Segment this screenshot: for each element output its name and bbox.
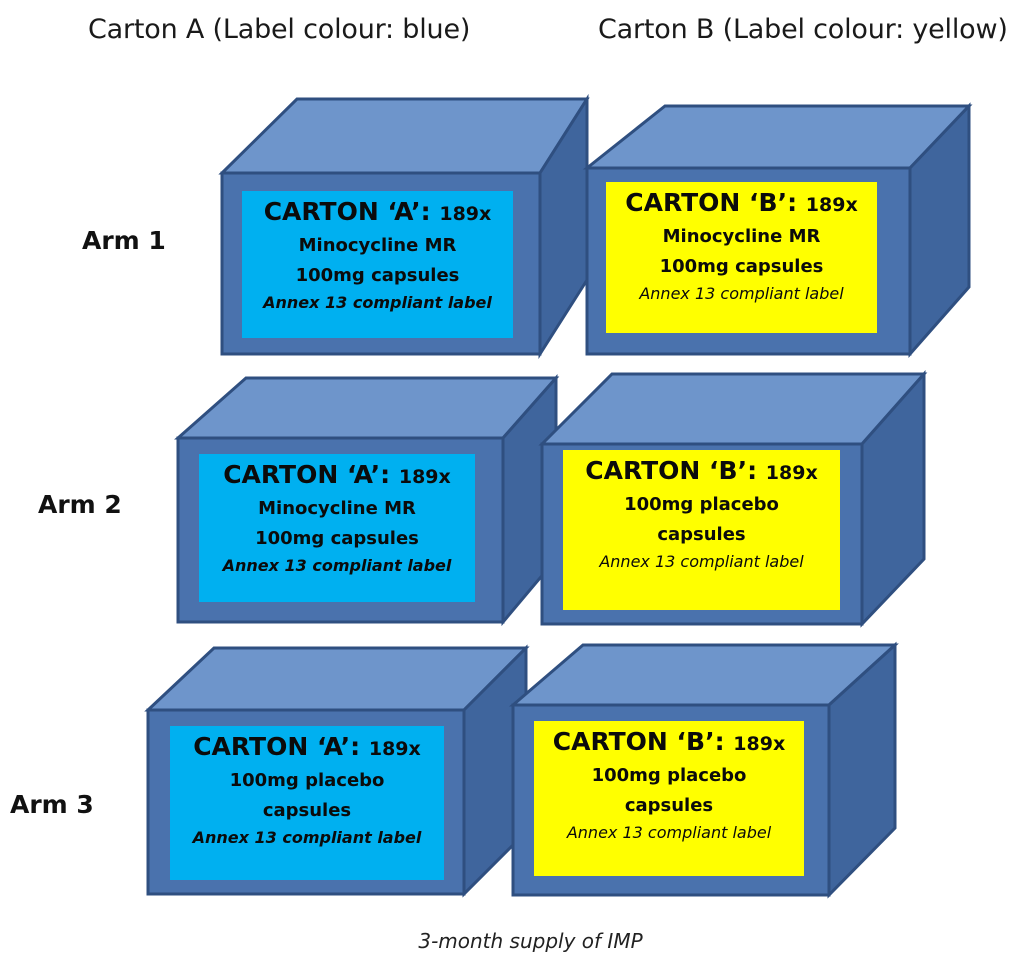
carton-contents-line-1: Minocycline MR [662,226,821,247]
arm-1-label: Arm 1 [82,226,166,255]
carton-contents-line-2: capsules [624,795,714,816]
carton-label: CARTON ‘A’: 189x Minocycline MR 100mg ca… [199,454,475,602]
carton-contents-line-1: 100mg placebo [591,765,747,786]
figure-caption: 3-month supply of IMP [418,929,643,953]
carton-title: CARTON ‘A’: 189x [193,732,421,761]
carton-label: CARTON ‘A’: 189x 100mg placebo capsules … [170,726,444,880]
arm-2-carton-a: CARTON ‘A’: 189x Minocycline MR 100mg ca… [174,374,560,627]
carton-contents-line-2: capsules [657,524,746,545]
carton-contents-line-1: Minocycline MR [298,235,457,256]
carton-label: CARTON ‘A’: 189x Minocycline MR 100mg ca… [242,191,513,338]
arm-3-label: Arm 3 [10,790,94,819]
annex-label-text: Annex 13 compliant label [599,552,804,571]
carton-contents-line-1: 100mg placebo [229,770,385,791]
annex-label-text: Annex 13 compliant label [222,556,452,575]
carton-contents-line-2: 100mg capsules [295,265,460,286]
arm-2-label: Arm 2 [38,490,122,519]
carton-contents-line-1: Minocycline MR [258,498,416,519]
carton-contents-line-1: 100mg placebo [624,494,779,515]
carton-title: CARTON ‘B’: 189x [552,727,786,756]
arm-3-carton-b: CARTON ‘B’: 189x 100mg placebo capsules … [508,641,899,899]
carton-title: CARTON ‘A’: 189x [263,197,492,226]
annex-label-text: Annex 13 compliant label [192,828,422,847]
annex-label-text: Annex 13 compliant label [639,284,844,303]
carton-title: CARTON ‘A’: 189x [223,460,451,489]
annex-label-text: Annex 13 compliant label [263,293,492,312]
carton-label: CARTON ‘B’: 189x 100mg placebo capsules … [534,721,804,876]
arm-1-carton-b: CARTON ‘B’: 189x Minocycline MR 100mg ca… [582,102,973,358]
carton-contents-line-2: capsules [262,800,352,821]
carton-contents-line-2: 100mg capsules [255,528,419,549]
carton-label: CARTON ‘B’: 189x Minocycline MR 100mg ca… [606,182,877,333]
carton-title: CARTON ‘B’: 189x [625,188,858,217]
arm-2-carton-b: CARTON ‘B’: 189x 100mg placebo capsules … [538,370,928,628]
header-carton-a: Carton A (Label colour: blue) [88,14,471,45]
arm-3-carton-a: CARTON ‘A’: 189x 100mg placebo capsules … [144,644,530,898]
arm-1-carton-a: CARTON ‘A’: 189x Minocycline MR 100mg ca… [218,93,594,360]
carton-contents-line-2: 100mg capsules [659,256,824,277]
carton-title: CARTON ‘B’: 189x [585,456,818,485]
carton-label: CARTON ‘B’: 189x 100mg placebo capsules … [563,450,840,610]
annex-label-text: Annex 13 compliant label [566,823,772,842]
header-carton-b: Carton B (Label colour: yellow) [598,14,1008,45]
